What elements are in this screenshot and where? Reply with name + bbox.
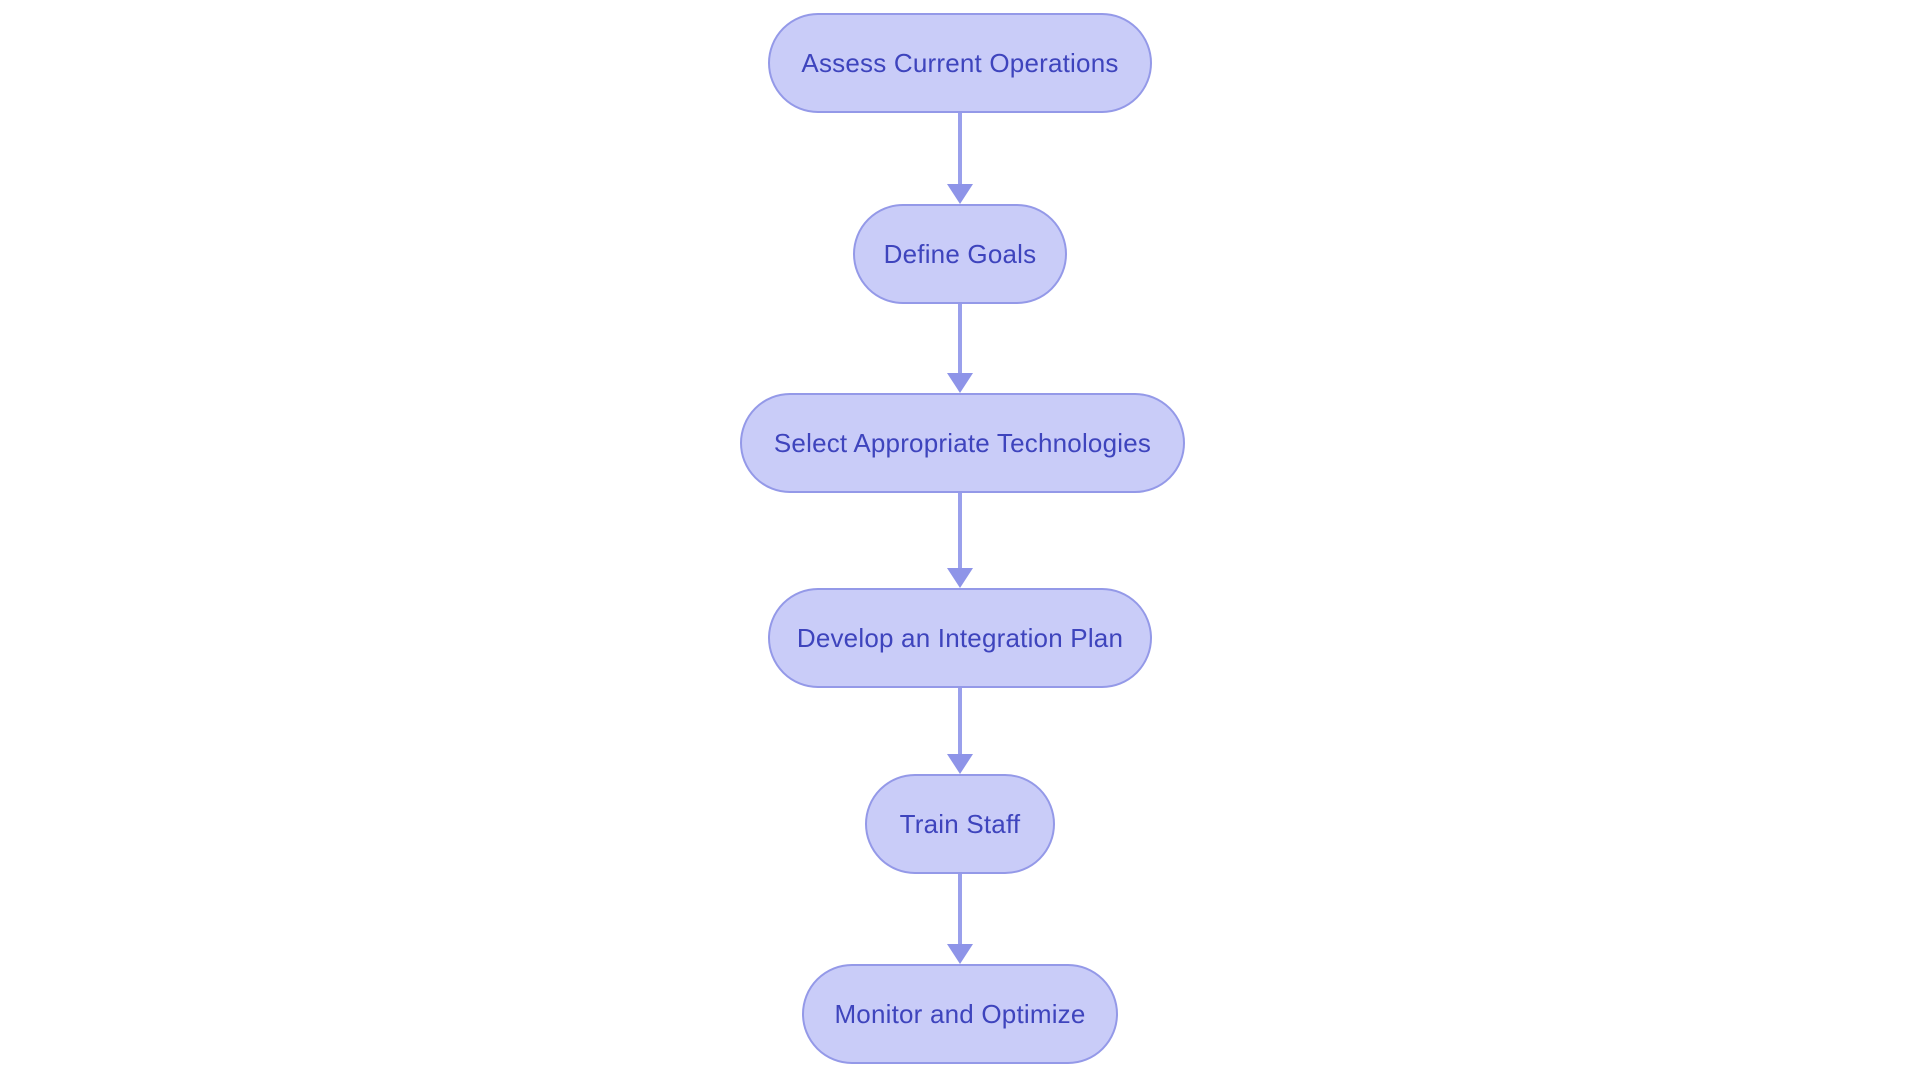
flow-arrow-2 bbox=[947, 304, 973, 393]
node-label: Develop an Integration Plan bbox=[796, 622, 1124, 653]
flow-arrow-1 bbox=[947, 113, 973, 204]
flow-node-train-staff: Train Staff bbox=[865, 774, 1055, 874]
flow-node-develop-an-integration-plan: Develop an Integration Plan bbox=[768, 588, 1152, 688]
flow-node-monitor-and-optimize: Monitor and Optimize bbox=[802, 964, 1118, 1064]
node-label: Select Appropriate Technologies bbox=[773, 427, 1152, 458]
flow-arrow-4 bbox=[947, 688, 973, 774]
arrow-down-icon bbox=[947, 373, 973, 393]
arrow-line bbox=[958, 874, 962, 944]
arrow-line bbox=[958, 113, 962, 184]
arrow-down-icon bbox=[947, 568, 973, 588]
arrow-down-icon bbox=[947, 754, 973, 774]
node-label: Assess Current Operations bbox=[801, 47, 1119, 78]
flow-arrow-5 bbox=[947, 874, 973, 964]
node-label: Monitor and Optimize bbox=[834, 998, 1086, 1029]
flow-node-select-appropriate-technologies: Select Appropriate Technologies bbox=[740, 393, 1185, 493]
flow-node-define-goals: Define Goals bbox=[853, 204, 1067, 304]
node-label: Define Goals bbox=[883, 238, 1037, 269]
arrow-line bbox=[958, 688, 962, 754]
flow-arrow-3 bbox=[947, 493, 973, 588]
node-label: Train Staff bbox=[899, 808, 1021, 839]
arrow-line bbox=[958, 493, 962, 568]
arrow-line bbox=[958, 304, 962, 373]
arrow-down-icon bbox=[947, 944, 973, 964]
flow-node-assess-current-operations: Assess Current Operations bbox=[768, 13, 1152, 113]
arrow-down-icon bbox=[947, 184, 973, 204]
